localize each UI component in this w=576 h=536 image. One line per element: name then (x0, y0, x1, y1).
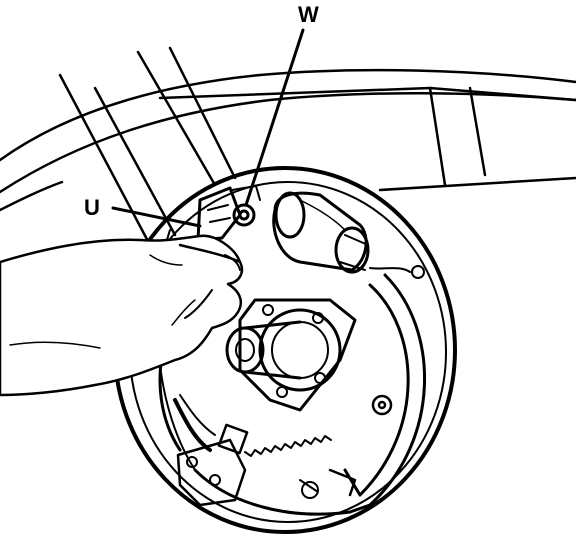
callout-label-u: U (84, 195, 100, 220)
leader-line-u (111, 206, 202, 228)
hand-icon (0, 234, 244, 397)
hub-flange (225, 298, 357, 412)
callout-label-w: W (298, 2, 319, 27)
brake-shoe-right (343, 273, 427, 514)
hold-down-pin (371, 394, 393, 416)
leader-line-w (244, 28, 305, 207)
wheel-arch (0, 68, 576, 212)
suspension-strut (58, 46, 237, 247)
lower-clip (328, 468, 357, 497)
upper-spring (369, 265, 425, 279)
component-w (231, 185, 261, 227)
adjuster-assembly (173, 394, 249, 507)
adjuster-spring (244, 435, 332, 499)
component-u (196, 186, 242, 242)
wheel-cylinder (272, 191, 370, 274)
